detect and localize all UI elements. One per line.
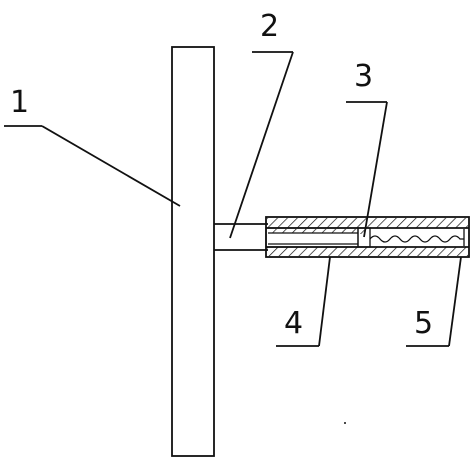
callout-3 bbox=[346, 101, 388, 238]
callout-5 bbox=[406, 256, 462, 347]
label-part-5: 5 bbox=[414, 306, 433, 341]
label-part-3: 3 bbox=[354, 59, 373, 94]
label-part-1: 1 bbox=[10, 85, 29, 120]
callout-1 bbox=[4, 125, 181, 207]
callout-2 bbox=[229, 51, 294, 239]
vertical-plate bbox=[171, 46, 215, 457]
label-part-2: 2 bbox=[260, 9, 279, 44]
inner-sleeve bbox=[265, 227, 359, 248]
spring bbox=[369, 235, 464, 243]
tube-bottom-wall bbox=[267, 247, 468, 256]
plug bbox=[357, 227, 371, 248]
callout-4 bbox=[276, 256, 331, 347]
rod bbox=[214, 223, 268, 251]
label-part-4: 4 bbox=[284, 306, 303, 341]
tube-top-wall bbox=[267, 218, 468, 228]
stray-mark bbox=[344, 422, 346, 424]
